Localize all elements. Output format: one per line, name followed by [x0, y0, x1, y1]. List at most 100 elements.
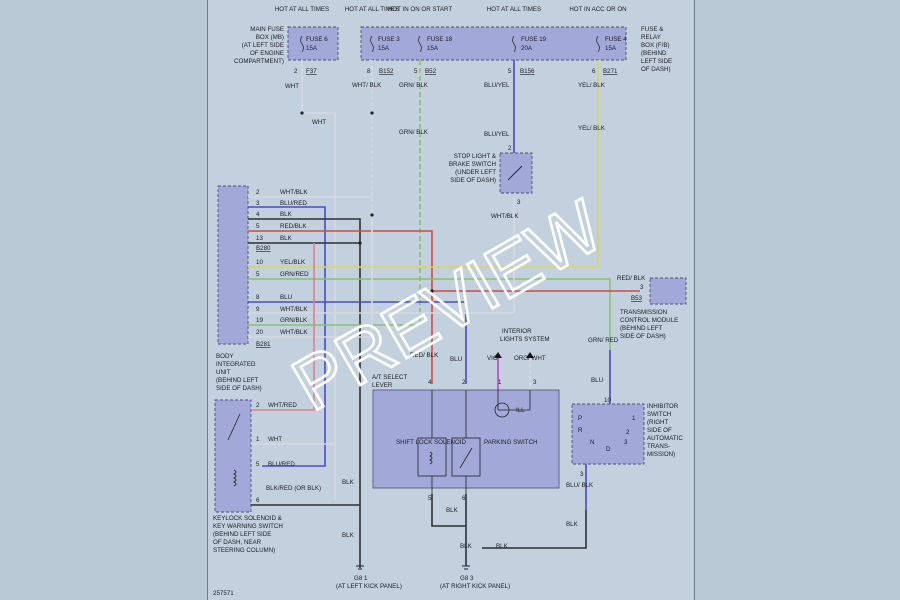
- fuse-box-mb: [287, 26, 339, 61]
- stop-switch-label: STOP LIGHT & BRAKE SWITCH (UNDER LEFT SI…: [449, 153, 497, 184]
- fuse-6: FUSE 6: [306, 36, 328, 43]
- keylock-wires: [251, 243, 360, 506]
- tcm-wire: RED/ BLK: [617, 275, 646, 282]
- svg-text:4: 4: [256, 211, 260, 218]
- svg-text:WHT/BLK: WHT/BLK: [280, 189, 308, 196]
- stop-light-switch: [499, 152, 533, 194]
- svg-text:(BEHIND LEFT: (BEHIND LEFT: [620, 325, 663, 332]
- svg-text:RED/BLK: RED/BLK: [280, 223, 307, 230]
- svg-text:INTERIOR: INTERIOR: [502, 328, 532, 335]
- svg-text:WHT/RED: WHT/RED: [268, 402, 297, 409]
- lever-internals: [417, 390, 531, 494]
- svg-text:2: 2: [256, 189, 260, 196]
- svg-text:BLK: BLK: [280, 211, 293, 218]
- svg-text:WHT: WHT: [268, 436, 282, 443]
- lbl-yel-blk: YEL/ BLK: [578, 82, 606, 89]
- hot-label-4: HOT AT ALL TIMES: [487, 6, 541, 13]
- hot-label-1: HOT AT ALL TIMES: [275, 6, 329, 13]
- svg-text:MISSION): MISSION): [647, 451, 675, 458]
- tcm-box: [649, 277, 687, 305]
- lbl-inh-grnred: GRN/ RED: [588, 337, 619, 344]
- svg-text:BODY: BODY: [216, 353, 234, 360]
- svg-text:N: N: [590, 439, 594, 446]
- pin-b156: 5: [508, 68, 512, 75]
- hot-label-5: HOT IN ACC OR ON: [569, 6, 626, 13]
- svg-text:(BEHIND LEFT SIDE: (BEHIND LEFT SIDE: [213, 531, 271, 538]
- svg-text:KEY WARNING SWITCH: KEY WARNING SWITCH: [213, 523, 283, 530]
- svg-text:9: 9: [256, 306, 260, 313]
- ground-1-loc: (AT LEFT KICK PANEL): [336, 583, 402, 590]
- svg-text:3: 3: [624, 439, 628, 446]
- lbl-wht2: WHT: [312, 119, 326, 126]
- svg-text:INHIBITOR: INHIBITOR: [647, 403, 679, 410]
- mb-label-1: MAIN FUSE: [250, 26, 284, 33]
- svg-text:3: 3: [533, 379, 537, 386]
- fuse-4: FUSE 4: [605, 36, 627, 43]
- pin-f37: 2: [294, 68, 298, 75]
- svg-text:TRANS-: TRANS-: [647, 443, 670, 450]
- wire-biu-5: [248, 230, 433, 384]
- fuse-box-frb: [360, 26, 627, 61]
- svg-text:BLK: BLK: [342, 532, 355, 539]
- tcm-conn: B53: [631, 295, 643, 302]
- fuse-19: FUSE 19: [521, 36, 547, 43]
- ground-2-loc: (AT RIGHT KICK PANEL): [440, 583, 510, 590]
- inh-pin-bot: 3: [580, 471, 584, 478]
- svg-text:P: P: [578, 415, 582, 422]
- wire-inh-blk: [482, 510, 587, 549]
- svg-text:6: 6: [462, 495, 466, 502]
- stop-pin-bot: 3: [517, 199, 521, 206]
- keylock-pins: 2 1 5 6 WHT/RED WHT BLU/RED BLK/RED (OR …: [256, 402, 321, 504]
- arrow-interior-1: [494, 352, 502, 358]
- svg-text:5: 5: [256, 271, 260, 278]
- svg-text:YEL/BLK: YEL/BLK: [280, 259, 306, 266]
- wire-biu-4: [248, 218, 361, 568]
- lbl-yel-blk2: YEL/ BLK: [578, 125, 606, 132]
- conn-b156: B156: [520, 68, 535, 75]
- ground-symbols: [356, 548, 470, 570]
- lbl-blu-yel2: BLU/YEL: [484, 131, 510, 138]
- hot-labels: HOT AT ALL TIMES HOT AT ALL TIMES HOT IN…: [275, 6, 627, 13]
- lbl-inh-blu: BLU: [591, 377, 603, 384]
- inhibitor-label: INHIBITOR SWITCH (RIGHT SIDE OF AUTOMATI…: [647, 403, 683, 458]
- svg-text:CONTROL MODULE: CONTROL MODULE: [620, 317, 678, 324]
- svg-text:2: 2: [256, 402, 260, 409]
- svg-text:GRN/BLK: GRN/BLK: [280, 317, 308, 324]
- pin-b52: 5: [414, 68, 418, 75]
- svg-text:A/T SELECT: A/T SELECT: [372, 374, 408, 381]
- svg-text:BLK: BLK: [280, 235, 293, 242]
- svg-text:6: 6: [256, 497, 260, 504]
- svg-text:LEVER: LEVER: [372, 382, 393, 389]
- svg-text:2: 2: [462, 379, 466, 386]
- svg-text:(RIGHT: (RIGHT: [647, 419, 669, 426]
- hot-label-2: HOT AT ALL TIMES: [345, 6, 399, 13]
- lbl-inh-blk: BLK: [566, 521, 579, 528]
- keylock-label: KEYLOCK SOLENOID & KEY WARNING SWITCH (B…: [213, 515, 283, 554]
- tcm-pin: 3: [640, 284, 644, 291]
- frb-label-4: (BEHIND: [641, 50, 667, 57]
- hot-label-3: HOT IN ON OR START: [388, 6, 453, 13]
- stop-pin-top: 2: [508, 145, 512, 152]
- fuse-4-amp: 15A: [605, 45, 617, 52]
- svg-text:10: 10: [256, 259, 263, 266]
- svg-text:BLK: BLK: [460, 543, 473, 550]
- svg-text:LIGHTS SYSTEM: LIGHTS SYSTEM: [500, 336, 550, 343]
- lbl-inh-blublk: BLU/ BLK: [566, 482, 594, 489]
- frb-label-6: OF DASH): [641, 66, 671, 73]
- svg-text:GRN/RED: GRN/RED: [280, 271, 309, 278]
- blk-labels: BLK BLK BLK BLK BLK: [342, 479, 509, 550]
- connector-labels: 2 F37 8 B152 5 B52 5 B156 6 B271: [294, 68, 618, 75]
- svg-text:UNIT: UNIT: [216, 369, 231, 376]
- svg-text:(UNDER LEFT: (UNDER LEFT: [455, 169, 496, 176]
- biu-splices: [358, 213, 434, 293]
- ground-2-name: G8 3: [460, 575, 474, 582]
- frb-label-1: FUSE &: [641, 26, 664, 33]
- ill-label: ILL: [516, 407, 525, 414]
- biu-wire-labels: WHT/BLK BLU/RED BLK RED/BLK BLK YEL/BLK …: [280, 189, 309, 336]
- diagram-paper: [207, 0, 695, 600]
- svg-text:1: 1: [498, 379, 502, 386]
- svg-text:D: D: [606, 446, 611, 453]
- svg-text:13: 13: [256, 235, 263, 242]
